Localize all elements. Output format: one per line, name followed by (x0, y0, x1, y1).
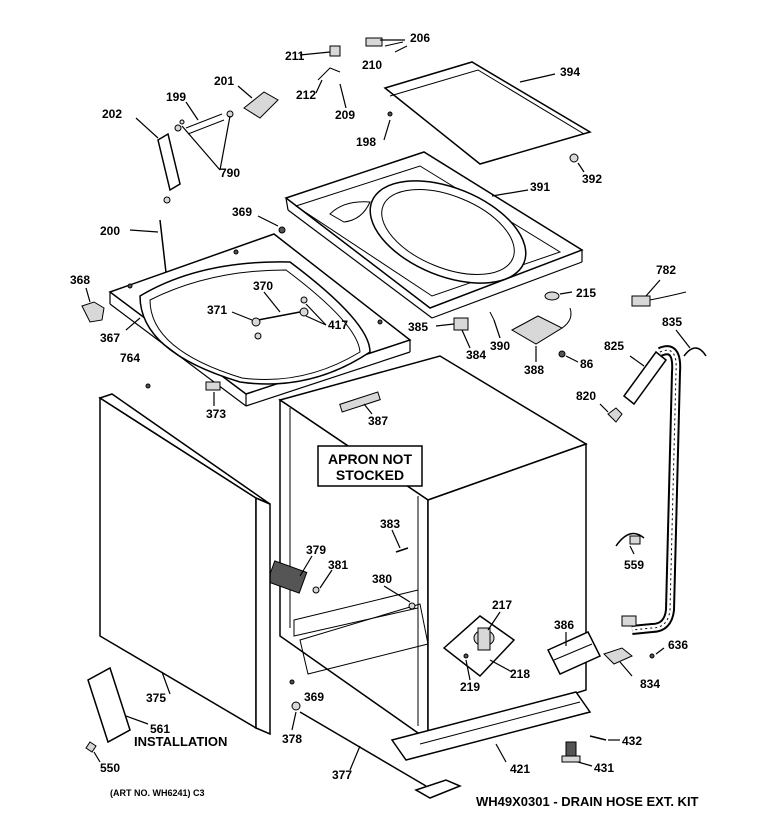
label-368: 368 (70, 273, 90, 287)
label-394: 394 (560, 65, 580, 79)
cord-782 (631, 279, 687, 307)
label-212: 212 (296, 88, 316, 102)
label-375: 375 (146, 691, 166, 705)
label-210: 210 (362, 58, 382, 72)
label-834: 834 (640, 677, 660, 691)
label-217: 217 (492, 598, 512, 612)
label-373: 373 (206, 407, 226, 421)
label-215: 215 (576, 286, 596, 300)
label-371: 371 (207, 303, 227, 317)
label-385: 385 (408, 320, 428, 334)
foot-378 (291, 701, 301, 731)
label-381: 381 (328, 558, 348, 572)
bumper-392 (569, 153, 585, 173)
top-cover-391 (284, 151, 584, 319)
cabinet-hardware (266, 529, 416, 610)
label-380: 380 (372, 572, 392, 586)
label-782: 782 (656, 263, 676, 277)
front-panel-375 (98, 393, 271, 736)
label-790: 790 (220, 166, 240, 180)
apron-line1: APRON NOT (328, 451, 412, 467)
label-369a: 369 (232, 205, 252, 219)
label-211: 211 (285, 49, 305, 63)
label-390: 390 (490, 339, 510, 353)
label-383: 383 (380, 517, 400, 531)
screw-369b (289, 679, 295, 685)
label-561: 561 (150, 722, 170, 736)
label-199: 199 (166, 90, 186, 104)
label-432: 432 (622, 734, 642, 748)
label-86: 86 (580, 357, 594, 371)
label-636: 636 (668, 638, 688, 652)
label-367: 367 (100, 331, 120, 345)
label-431: 431 (594, 761, 614, 775)
clip-373 (205, 381, 221, 406)
installation-sheet-561 (87, 666, 149, 744)
lid-394 (383, 61, 592, 165)
screw-764 (145, 383, 151, 389)
label-386: 386 (554, 618, 574, 632)
label-559: 559 (624, 558, 644, 572)
pump-217 (442, 611, 516, 681)
clip-368 (81, 287, 105, 323)
label-825: 825 (604, 339, 624, 353)
label-206: 206 (410, 31, 430, 45)
clip-820 (599, 403, 623, 423)
label-387: 387 (368, 414, 388, 428)
label-417: 417 (328, 318, 348, 332)
counterbalance-202 (135, 115, 231, 192)
label-820: 820 (576, 389, 596, 403)
bracket-370-371-417 (231, 291, 327, 340)
label-379: 379 (306, 543, 326, 557)
pin-199 (185, 101, 234, 135)
drain-hose-kit-note: WH49X0301 - DRAIN HOSE EXT. KIT (476, 794, 699, 809)
clip-559 (615, 532, 645, 555)
screw-550 (85, 741, 101, 763)
drain-hose-825 (621, 345, 682, 635)
switch-parts (435, 291, 579, 363)
valve-834 (603, 647, 665, 677)
label-550: 550 (100, 761, 120, 775)
base-421 (390, 691, 592, 763)
label-202: 202 (102, 107, 122, 121)
apron-line2: STOCKED (336, 467, 404, 483)
hose-clamp-835 (675, 329, 707, 357)
rod-377 (299, 711, 462, 799)
label-378: 378 (282, 732, 302, 746)
screw-369a (257, 215, 286, 234)
label-391: 391 (530, 180, 550, 194)
label-384: 384 (466, 348, 486, 362)
label-198: 198 (356, 135, 376, 149)
part-labels: 211 210 206 212 209 198 394 392 391 201 … (70, 31, 688, 782)
hinge-bracket-201 (237, 85, 279, 119)
leveling-leg-431 (561, 735, 620, 767)
label-218: 218 (510, 667, 530, 681)
label-200: 200 (100, 224, 120, 238)
apron-not-stocked-box: APRON NOT STOCKED (317, 445, 423, 487)
label-421: 421 (510, 762, 530, 776)
label-377: 377 (332, 768, 352, 782)
art-number: (ART NO. WH6241) C3 (110, 788, 205, 798)
label-835: 835 (662, 315, 682, 329)
label-388: 388 (524, 363, 544, 377)
mount-386 (546, 631, 602, 675)
label-201: 201 (214, 74, 234, 88)
label-369b: 369 (304, 690, 324, 704)
hinge-parts (299, 37, 408, 141)
label-764: 764 (120, 351, 140, 365)
label-209: 209 (335, 108, 355, 122)
label-370: 370 (253, 279, 273, 293)
label-392: 392 (582, 172, 602, 186)
label-installation: INSTALLATION (134, 734, 227, 749)
label-219: 219 (460, 680, 480, 694)
